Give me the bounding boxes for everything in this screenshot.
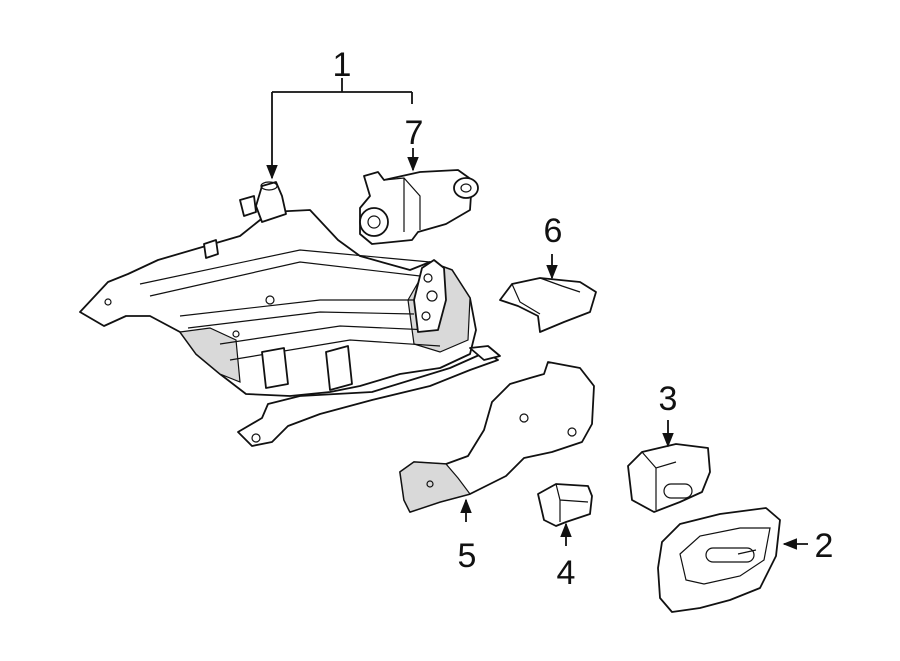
- part-5-side-shield: [399, 361, 595, 513]
- part-7-motor: [359, 169, 479, 245]
- callout-5: 5: [458, 537, 477, 575]
- part-6-cover: [499, 277, 597, 333]
- callout-2: 2: [815, 527, 834, 565]
- callout-3: 3: [659, 380, 678, 418]
- part-3-housing: [627, 443, 711, 513]
- leader-lines: [266, 78, 808, 550]
- callout-6: 6: [544, 212, 563, 250]
- callout-1: 1: [333, 46, 352, 84]
- callout-4: 4: [557, 554, 576, 592]
- callout-7: 7: [405, 114, 424, 152]
- part-2-bezel: [657, 507, 781, 613]
- part-4-switch: [537, 483, 593, 527]
- part-1-seat-track-assembly: [79, 181, 501, 447]
